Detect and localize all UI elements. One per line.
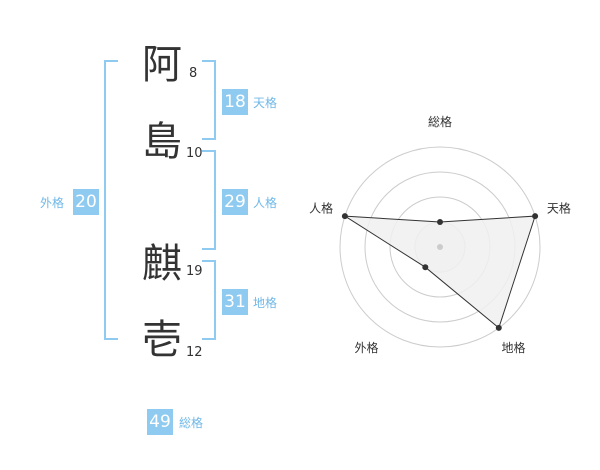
name-char-3: 麒 xyxy=(142,241,182,287)
radar-point-2 xyxy=(532,213,539,220)
radar-axis-label-3: 地格 xyxy=(501,340,525,355)
tenkaku-bracket xyxy=(202,60,216,140)
jinkaku-label: 人格 xyxy=(253,196,278,210)
name-char-4: 壱 xyxy=(142,317,182,363)
gaikaku-bracket xyxy=(104,60,118,340)
name-char-2: 島 xyxy=(142,119,182,165)
stroke-count-1: 8 xyxy=(189,66,198,81)
radar-point-4 xyxy=(422,264,429,271)
gaikaku-label: 外格 xyxy=(40,196,65,210)
radar-axis-label-1: 総格 xyxy=(428,114,452,129)
radar-point-5 xyxy=(341,213,348,220)
name-char-1: 阿 xyxy=(142,42,182,88)
stroke-count-3: 19 xyxy=(186,264,203,279)
radar-point-1 xyxy=(437,219,443,225)
radar-axis-label-4: 外格 xyxy=(354,340,378,355)
chikaku-label: 地格 xyxy=(253,296,278,310)
jinkaku-badge: 29 xyxy=(222,189,248,215)
radar-axis-label-5: 人格 xyxy=(309,200,333,215)
radar-point-3 xyxy=(495,324,502,331)
jinkaku-bracket xyxy=(202,150,216,250)
gaikaku-badge: 20 xyxy=(73,189,99,215)
stroke-count-4: 12 xyxy=(186,345,203,360)
tenkaku-badge: 18 xyxy=(222,89,248,115)
radar-ring-4 xyxy=(339,146,541,348)
radar-data-points xyxy=(341,213,539,331)
chikaku-bracket xyxy=(202,260,216,340)
stroke-count-2: 10 xyxy=(186,146,203,161)
soukaku-badge: 49 xyxy=(147,409,173,435)
tenkaku-label: 天格 xyxy=(253,96,278,110)
soukaku-label: 総格 xyxy=(179,416,204,430)
radar-center-dot xyxy=(437,244,443,250)
radar-data-area xyxy=(344,215,536,329)
chikaku-badge: 31 xyxy=(222,289,248,315)
radar-axis-label-2: 天格 xyxy=(547,200,571,215)
